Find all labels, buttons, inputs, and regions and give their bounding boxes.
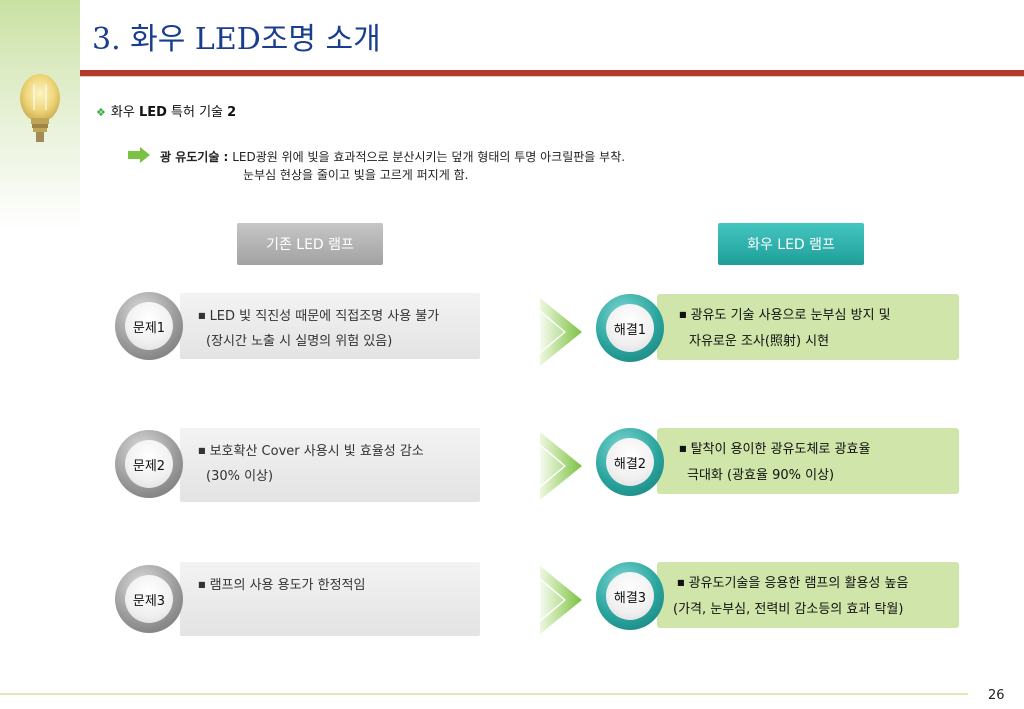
description: 광 유도기술 : LED광원 위에 빛을 효과적으로 분산시키는 덮개 형태의 …: [160, 148, 625, 184]
square-bullet-icon: ■: [198, 446, 206, 455]
page-number: 26: [988, 688, 1005, 703]
problem-3-line1: 램프의 사용 용도가 한정적임: [209, 578, 366, 593]
solution-2-line1: 탈착이 용이한 광유도체로 광효율: [690, 442, 871, 457]
problem-box-1: ■LED 빛 직진성 때문에 직접조명 사용 불가 (장시간 노출 시 실명의 …: [180, 293, 480, 359]
square-bullet-icon: ■: [198, 311, 206, 320]
solution-badge-1: 해결1: [596, 294, 664, 362]
solution-badge-2: 해결2: [596, 428, 664, 496]
solution-3-line1: 광유도기술을 응용한 램프의 활용성 높음: [688, 576, 909, 591]
problem-1-line1: LED 빛 직진성 때문에 직접조명 사용 불가: [209, 309, 440, 324]
square-bullet-icon: ■: [679, 310, 687, 319]
header-existing-lamp: 기존 LED 램프: [237, 223, 383, 265]
square-bullet-icon: ■: [679, 444, 687, 453]
problem-badge-2-label: 문제2: [125, 440, 173, 488]
footer-rule: [0, 693, 968, 695]
section-middle: 특허 기술: [171, 105, 224, 120]
solution-box-1: ■광유도 기술 사용으로 눈부심 방지 및 자유로운 조사(照射) 시현: [657, 294, 959, 360]
solution-badge-3-label: 해결3: [606, 572, 654, 620]
section-prefix: 화우: [110, 105, 135, 120]
problem-box-2: ■보호확산 Cover 사용시 빛 효율성 감소 (30% 이상): [180, 428, 480, 502]
solution-box-3: ■광유도기술을 응용한 램프의 활용성 높음 (가격, 눈부심, 전력비 감소등…: [657, 562, 959, 628]
description-line1: LED광원 위에 빛을 효과적으로 분산시키는 덮개 형태의 투명 아크릴판을 …: [232, 150, 626, 164]
problem-badge-3-label: 문제3: [125, 575, 173, 623]
section-heading: ❖ 화우 LED 특허 기술 2: [96, 101, 236, 120]
solution-badge-1-label: 해결1: [606, 304, 654, 352]
solution-1-line1: 광유도 기술 사용으로 눈부심 방지 및: [690, 308, 891, 323]
problem-2-line2: (30% 이상): [206, 469, 274, 484]
solution-2-line2: 극대화 (광효율 90% 이상): [687, 468, 835, 483]
square-bullet-icon: ■: [677, 578, 685, 587]
section-number: 2: [227, 105, 237, 120]
problem-badge-1-label: 문제1: [125, 302, 173, 350]
problem-badge-3: 문제3: [115, 565, 183, 633]
led-bulb-icon: [20, 74, 60, 142]
green-chevron-arrow-icon: [540, 566, 582, 634]
solution-box-2: ■탈착이 용이한 광유도체로 광효율 극대화 (광효율 90% 이상): [657, 428, 959, 494]
section-bold: LED: [138, 105, 167, 120]
square-bullet-icon: ■: [198, 580, 206, 589]
solution-badge-2-label: 해결2: [606, 438, 654, 486]
green-right-arrow-icon: [128, 147, 150, 163]
problem-box-3: ■램프의 사용 용도가 한정적임: [180, 562, 480, 636]
green-chevron-arrow-icon: [540, 432, 582, 500]
problem-2-line1: 보호확산 Cover 사용시 빛 효율성 감소: [209, 444, 424, 459]
diamond-bullet-icon: ❖: [96, 106, 106, 119]
solution-badge-3: 해결3: [596, 562, 664, 630]
title-rule-shadow: [80, 76, 1024, 77]
title-rule: [80, 70, 1024, 76]
problem-badge-2: 문제2: [115, 430, 183, 498]
solution-1-line2: 자유로운 조사(照射) 시현: [689, 334, 830, 349]
page-title: 3. 화우 LED조명 소개: [92, 22, 381, 57]
green-chevron-arrow-icon: [540, 298, 582, 366]
description-line2: 눈부심 현상을 줄이고 빛을 고르게 퍼지게 함.: [243, 168, 469, 182]
problem-1-line2: (장시간 노출 시 실명의 위험 있음): [206, 334, 393, 349]
solution-3-line2: (가격, 눈부심, 전력비 감소등의 효과 탁월): [673, 602, 904, 617]
problem-badge-1: 문제1: [115, 292, 183, 360]
description-label: 광 유도기술 :: [160, 150, 229, 164]
header-hwawoo-lamp: 화우 LED 램프: [718, 223, 864, 265]
